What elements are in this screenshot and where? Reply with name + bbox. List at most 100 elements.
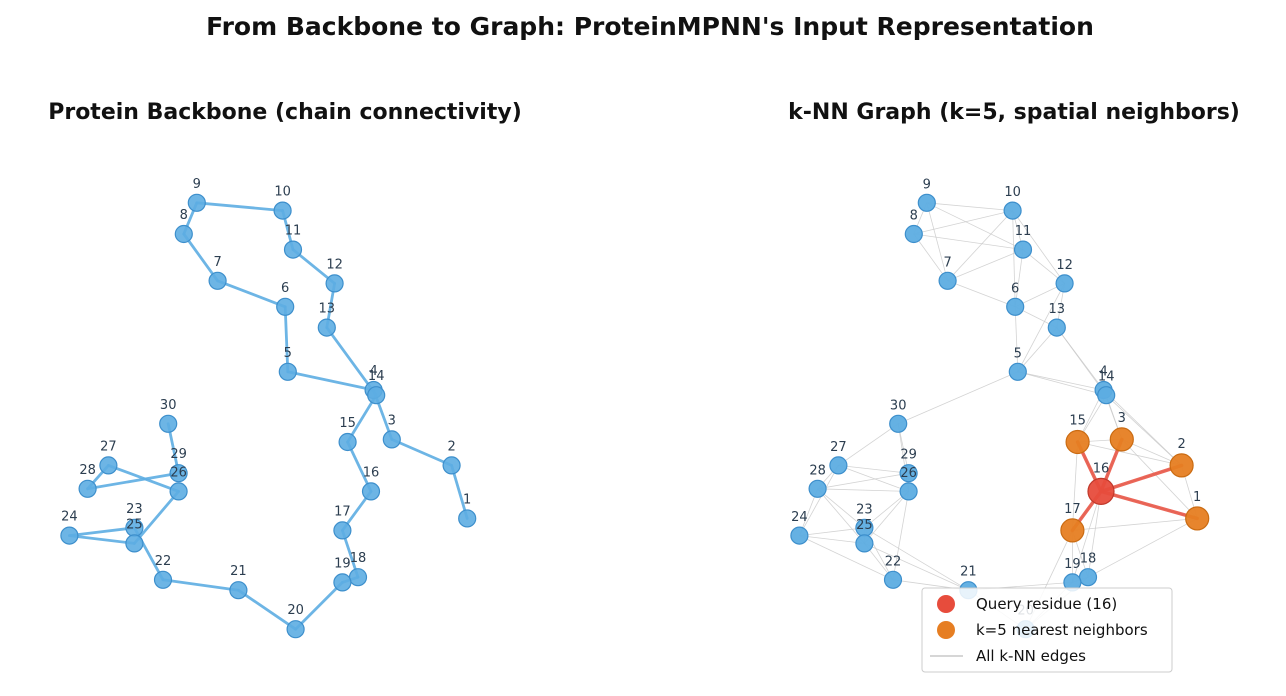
backbone-node-8 <box>174 224 193 244</box>
backbone-label-12: 12 <box>326 257 343 272</box>
backbone-label-2: 2 <box>447 439 455 454</box>
knn-label-18: 18 <box>1080 552 1097 567</box>
knn-edge-27-29 <box>838 465 909 474</box>
knn-edge-28-29 <box>817 472 909 490</box>
knn-edge-7-9 <box>926 202 948 281</box>
knn-edge-23-26 <box>864 491 909 529</box>
backbone-edge-5-6 <box>283 305 290 374</box>
backbone-label-21: 21 <box>230 564 247 579</box>
knn-label-9: 9 <box>923 177 931 192</box>
knn-edge-24-27 <box>799 465 839 536</box>
backbone-label-14: 14 <box>368 369 385 384</box>
knn-neighbor-node-1 <box>1185 506 1210 531</box>
backbone-edge-24-25 <box>68 534 136 545</box>
backbone-label-1: 1 <box>463 492 471 507</box>
knn-edge-6-10 <box>1012 210 1016 307</box>
knn-highlight-edge-16-1 <box>1099 489 1199 521</box>
knn-edge-6-12 <box>1015 283 1065 308</box>
knn-edge-16-18 <box>1087 491 1102 578</box>
backbone-label-20: 20 <box>287 603 304 618</box>
backbone-edges <box>68 201 469 631</box>
knn-label-8: 8 <box>910 209 918 224</box>
knn-node-8 <box>904 224 923 244</box>
backbone-label-26: 26 <box>170 465 187 480</box>
knn-label-16: 16 <box>1093 461 1110 476</box>
knn-node-25 <box>855 534 874 553</box>
knn-label-12: 12 <box>1056 258 1073 273</box>
backbone-edge-1-2 <box>450 463 469 520</box>
knn-highlight-edge-16-2 <box>1099 463 1184 494</box>
knn-nodes <box>790 193 1210 639</box>
backbone-edge-6-7 <box>216 279 287 309</box>
backbone-node-2 <box>442 456 461 475</box>
backbone-node-26 <box>169 482 188 501</box>
knn-node-9 <box>917 193 936 212</box>
knn-edge-2-14 <box>1105 394 1182 466</box>
knn-label-5: 5 <box>1014 346 1022 361</box>
backbone-node-14 <box>367 386 386 405</box>
knn-node-5 <box>1008 362 1027 381</box>
knn-edge-25-28 <box>817 488 865 544</box>
backbone-label-5: 5 <box>284 346 292 361</box>
backbone-label-30: 30 <box>160 398 177 413</box>
knn-edges <box>799 202 1198 630</box>
knn-edge-16-19 <box>1072 491 1102 583</box>
knn-node-7 <box>938 271 957 290</box>
knn-edge-23-28 <box>817 488 865 529</box>
panel-knn-title: k-NN Graph (k=5, spatial neighbors) <box>788 100 1240 125</box>
backbone-label-9: 9 <box>193 177 201 192</box>
backbone-label-10: 10 <box>274 185 291 200</box>
knn-edge-4-5 <box>1017 371 1104 391</box>
knn-edge-24-25 <box>799 535 865 544</box>
knn-node-18 <box>1078 568 1098 587</box>
backbone-label-24: 24 <box>61 510 78 525</box>
knn-label-4: 4 <box>1099 365 1107 380</box>
backbone-label-28: 28 <box>79 463 96 478</box>
backbone-label-18: 18 <box>350 551 367 566</box>
knn-node-28 <box>808 479 827 498</box>
backbone-label-4: 4 <box>369 364 377 379</box>
backbone-edge-15-16 <box>346 440 373 493</box>
knn-edge-8-11 <box>913 233 1024 250</box>
knn-edge-9-11 <box>926 202 1024 250</box>
backbone-labels: 1234567891011121314151617181920212223242… <box>61 177 471 618</box>
legend-neighbor-marker <box>937 621 955 639</box>
backbone-label-3: 3 <box>388 413 396 428</box>
knn-label-27: 27 <box>830 440 847 455</box>
backbone-node-24 <box>60 526 79 545</box>
backbone-node-15 <box>338 432 357 452</box>
knn-edge-6-7 <box>947 280 1016 308</box>
backbone-edge-20-21 <box>236 588 298 631</box>
backbone-label-19: 19 <box>334 556 351 571</box>
knn-query-node-16 <box>1087 477 1115 505</box>
knn-label-7: 7 <box>943 255 951 270</box>
backbone-node-7 <box>208 271 227 290</box>
knn-node-26 <box>899 482 918 501</box>
knn-edge-26-28 <box>817 488 909 492</box>
knn-edge-7-10 <box>947 210 1013 282</box>
backbone-label-8: 8 <box>180 208 188 223</box>
backbone-label-29: 29 <box>170 447 187 462</box>
knn-edge-1-18 <box>1087 518 1198 578</box>
backbone-edge-21-22 <box>161 578 240 592</box>
backbone-edge-7-8 <box>182 232 220 283</box>
knn-label-19: 19 <box>1064 557 1081 572</box>
backbone-node-5 <box>278 362 297 381</box>
backbone-node-29 <box>169 464 188 483</box>
backbone-edge-9-10 <box>195 201 285 213</box>
knn-edge-8-10 <box>913 210 1013 235</box>
backbone-label-16: 16 <box>363 465 380 480</box>
backbone-edge-4-5 <box>286 370 376 392</box>
knn-edge-23-24 <box>799 527 865 536</box>
backbone-node-10 <box>273 201 292 220</box>
backbone-node-22 <box>153 570 173 589</box>
backbone-node-21 <box>229 581 248 600</box>
backbone-edge-2-3 <box>390 437 454 467</box>
backbone-node-11 <box>283 240 303 259</box>
backbone-node-13 <box>317 318 336 337</box>
backbone-node-19 <box>333 573 352 592</box>
backbone-label-23: 23 <box>126 502 143 517</box>
panel-knn: k-NN Graph (k=5, spatial neighbors) 1234… <box>788 100 1240 639</box>
legend-query-marker <box>937 595 955 613</box>
knn-label-10: 10 <box>1004 185 1021 200</box>
